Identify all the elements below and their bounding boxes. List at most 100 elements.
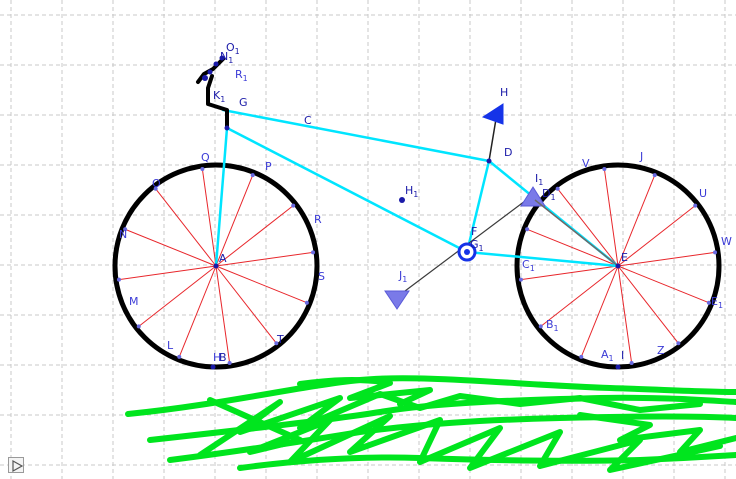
play-button[interactable] <box>8 457 24 473</box>
rim-point <box>136 324 141 329</box>
label-C: C <box>304 114 312 127</box>
label-P: P <box>265 160 272 173</box>
spoke <box>520 265 619 281</box>
green-scribble <box>125 375 736 473</box>
spoke <box>540 265 619 327</box>
point-labels: O1 N1 R1 K1 G C H D H1 I1 D1 F G1 J1 A H… <box>119 41 732 364</box>
spoke <box>215 205 294 267</box>
label-M: M <box>129 295 139 308</box>
right-wheel-spokes <box>520 168 716 364</box>
rim-point <box>153 186 158 191</box>
rim-point <box>652 173 657 178</box>
label-E: E <box>621 251 628 264</box>
spoke <box>617 251 716 267</box>
left-wheel[interactable] <box>112 162 320 370</box>
label-C1: C1 <box>522 258 535 273</box>
spoke <box>201 168 217 267</box>
spoke <box>215 251 314 267</box>
label-I1: I1 <box>535 172 543 187</box>
rim-point <box>123 227 128 232</box>
label-S: S <box>318 270 325 283</box>
spoke <box>118 265 217 281</box>
label-N: N <box>119 228 127 241</box>
pedal-right-triangle[interactable] <box>520 186 546 207</box>
bottom-bracket-center <box>464 249 470 255</box>
label-K1: K1 <box>213 89 225 104</box>
label-H-small: H <box>213 351 221 364</box>
construction-points[interactable] <box>210 125 621 370</box>
label-D: D <box>504 146 512 159</box>
label-Q: Q <box>201 151 210 164</box>
label-W: W <box>721 235 732 248</box>
spoke <box>617 205 696 267</box>
rim-point <box>676 341 681 346</box>
label-J1: J1 <box>398 269 407 284</box>
rim-point <box>291 203 296 208</box>
label-G1: G1 <box>470 238 484 253</box>
label-R: R <box>314 213 322 226</box>
spoke <box>155 188 217 267</box>
label-O1: O1 <box>226 41 240 56</box>
spoke <box>526 228 619 267</box>
rim-point <box>602 166 607 171</box>
rim-point <box>250 173 255 178</box>
rim-point <box>538 324 543 329</box>
rim-point <box>304 300 309 305</box>
label-L: L <box>167 339 174 352</box>
rim-point <box>116 277 121 282</box>
rim-point <box>200 166 205 171</box>
spoke <box>580 265 619 358</box>
spoke <box>617 265 679 344</box>
spoke <box>617 265 633 364</box>
handlebar-points <box>202 55 225 81</box>
label-T: T <box>276 333 284 346</box>
rim-point <box>629 361 634 366</box>
spoke <box>557 188 619 267</box>
spoke <box>617 174 656 267</box>
bike-frame[interactable] <box>214 108 620 268</box>
label-Z: Z <box>657 344 665 357</box>
rim-point <box>579 354 584 359</box>
seat-arrow[interactable] <box>481 103 504 125</box>
label-A: A <box>219 252 227 265</box>
label-H: H <box>500 86 508 99</box>
spoke <box>215 265 277 344</box>
spoke <box>178 265 217 358</box>
rim-points[interactable] <box>116 166 718 366</box>
pedal-left-triangle[interactable] <box>384 290 410 310</box>
label-A1: A1 <box>601 348 614 363</box>
rim-point <box>693 203 698 208</box>
label-E1: E1 <box>711 295 723 310</box>
label-U: U <box>699 187 707 200</box>
label-H1: H1 <box>405 184 418 199</box>
label-D1: D1 <box>542 187 556 202</box>
spoke <box>603 168 619 267</box>
label-B: B <box>219 351 227 364</box>
spoke <box>215 174 254 267</box>
label-I: I <box>621 349 624 362</box>
label-O: O <box>152 177 161 190</box>
spoke <box>215 265 308 304</box>
spoke <box>617 265 710 304</box>
rim-point <box>713 250 718 255</box>
rim-point <box>274 341 279 346</box>
rim-point <box>311 250 316 255</box>
label-V: V <box>582 157 590 170</box>
rim-point <box>525 227 530 232</box>
spoke <box>215 265 231 364</box>
spoke <box>124 228 217 267</box>
label-J: J <box>639 150 643 163</box>
left-wheel-spokes <box>118 168 314 364</box>
rim-point <box>706 300 711 305</box>
label-F: F <box>471 225 477 238</box>
label-N1: N1 <box>220 50 233 65</box>
rim-point <box>555 186 560 191</box>
rim-point <box>227 361 232 366</box>
spoke <box>138 265 217 327</box>
play-icon <box>12 460 23 472</box>
label-G: G <box>239 96 248 109</box>
chain-segment <box>534 199 619 267</box>
rim-point <box>518 277 523 282</box>
rim-point <box>177 354 182 359</box>
